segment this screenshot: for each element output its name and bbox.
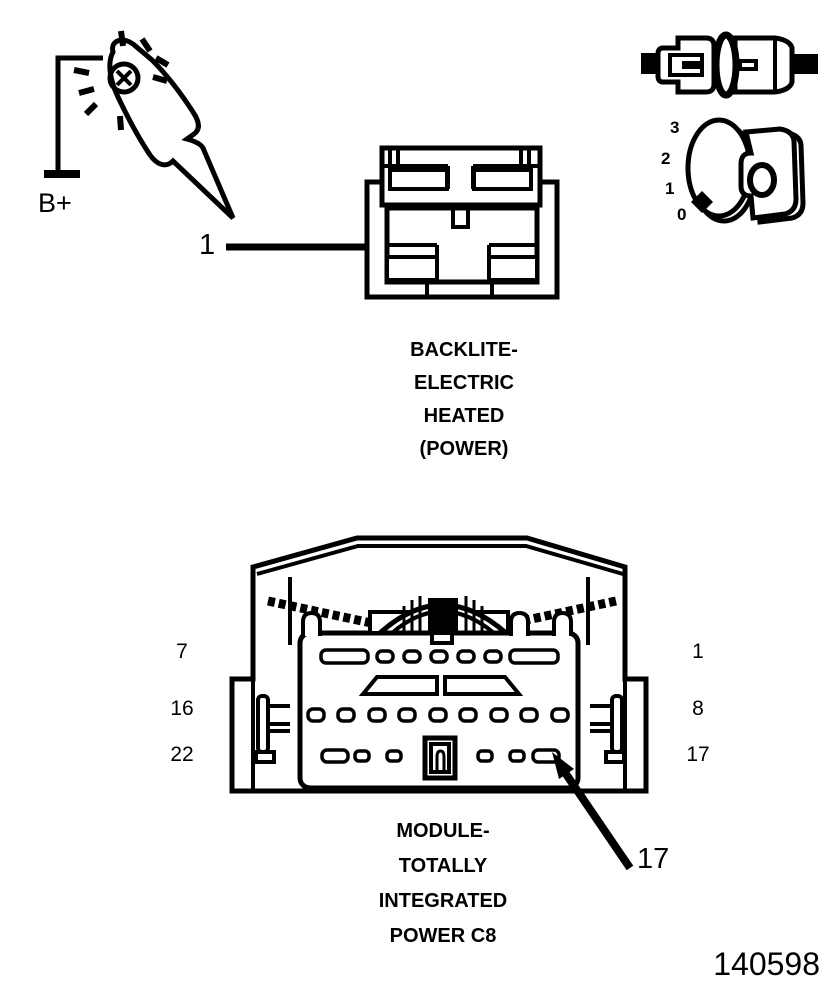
- b-plus-wire: [44, 58, 103, 174]
- caption-line: MODULE-: [396, 820, 490, 842]
- seal-ring: [716, 35, 736, 95]
- tipm-left-pin-labels: 7 16 22: [160, 640, 204, 800]
- latch-notches: [303, 613, 571, 636]
- pin-row-1: [321, 650, 558, 663]
- disconnect-connector-icon: [641, 28, 818, 106]
- pin-label-1: 1: [692, 640, 704, 663]
- callout-17-arrow: [552, 752, 650, 877]
- tipm-c8-connector-drawing: [225, 528, 657, 796]
- ignition-position-2: 2: [661, 149, 671, 168]
- terminal-cavity-1: [387, 257, 437, 280]
- pin-row-2: [308, 709, 568, 721]
- screw-head-icon: [110, 64, 138, 92]
- caption-line: BACKLITE-: [410, 339, 518, 361]
- callout-17-label: 17: [637, 843, 670, 875]
- position-pointer: [691, 191, 713, 213]
- backlite-connector-drawing: [360, 140, 565, 308]
- ignition-key-off-icon: [655, 112, 820, 242]
- ignition-position-0: 0: [677, 205, 687, 224]
- female-connector: [735, 38, 792, 92]
- terminal-cavity-2: [489, 257, 537, 280]
- wire-stub-right: [792, 54, 818, 74]
- test-light-icon: [35, 22, 250, 237]
- key-off-marking: [750, 165, 774, 195]
- wire-stub-left: [641, 53, 660, 74]
- tipm-right-pin-labels: 1 8 17: [676, 640, 720, 800]
- probe-body: [110, 40, 233, 218]
- callout-1-label: 1: [199, 229, 216, 261]
- pin-label-17: 17: [686, 743, 710, 766]
- caption-line: ELECTRIC: [414, 372, 514, 394]
- caption-line: (POWER): [419, 438, 509, 460]
- glow-rays: [74, 31, 168, 130]
- backlite-caption: BACKLITE- ELECTRIC HEATED (POWER): [364, 334, 564, 466]
- keyway-slots: [363, 677, 519, 694]
- figure-number: 140598: [713, 946, 820, 982]
- ignition-position-3: 3: [670, 118, 680, 137]
- pin-label-22: 22: [170, 743, 194, 766]
- tipm-caption: MODULE- TOTALLY INTEGRATED POWER C8: [343, 814, 543, 954]
- pin-label-16: 16: [170, 697, 194, 720]
- wing-latch-right: [590, 696, 624, 762]
- caption-line: HEATED: [423, 405, 505, 427]
- wing-latch-left: [256, 696, 290, 762]
- caption-line: TOTALLY: [398, 855, 488, 877]
- battery-terminal-label: B+: [38, 188, 72, 218]
- hood-inner-edge: [257, 546, 623, 574]
- lever-dome: [370, 596, 508, 643]
- caption-line: INTEGRATED: [378, 890, 508, 912]
- caption-line: POWER C8: [389, 925, 497, 947]
- pin-label-7: 7: [176, 640, 188, 663]
- ignition-position-1: 1: [665, 179, 675, 198]
- pin-label-8: 8: [692, 697, 704, 720]
- terminal-slot: [670, 55, 702, 75]
